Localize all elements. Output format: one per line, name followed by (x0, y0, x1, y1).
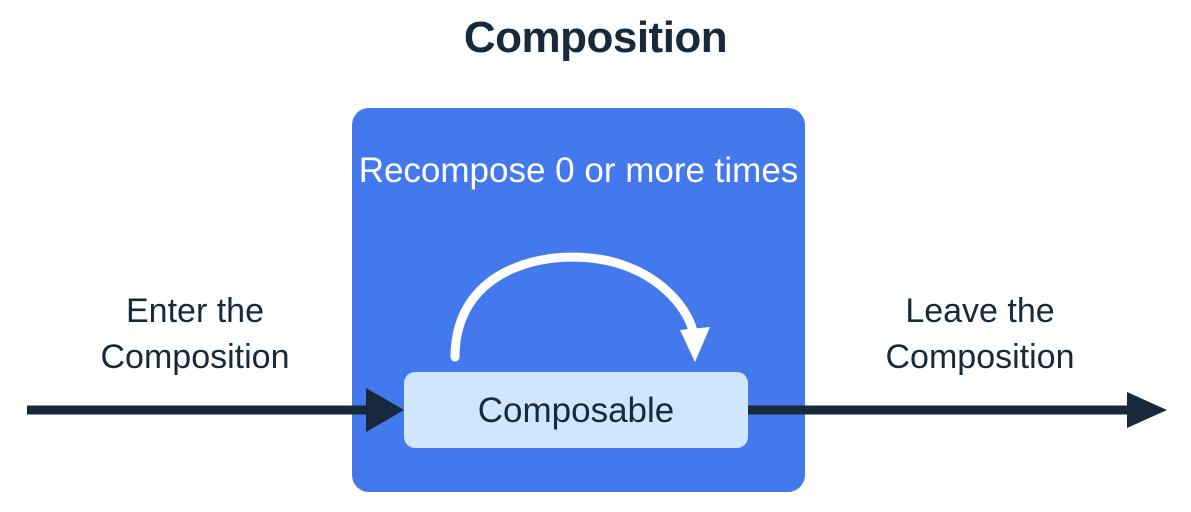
leave-composition-label: Leave the Composition (885, 292, 1075, 376)
page-title: Composition (463, 13, 728, 62)
enter-arrow (27, 388, 404, 432)
leave-arrow (748, 392, 1167, 428)
enter-composition-label: Enter the Composition (100, 292, 290, 376)
recompose-label: Recompose 0 or more times (358, 151, 799, 190)
composable-box: Composable (404, 372, 748, 448)
composable-label: Composable (477, 390, 675, 430)
